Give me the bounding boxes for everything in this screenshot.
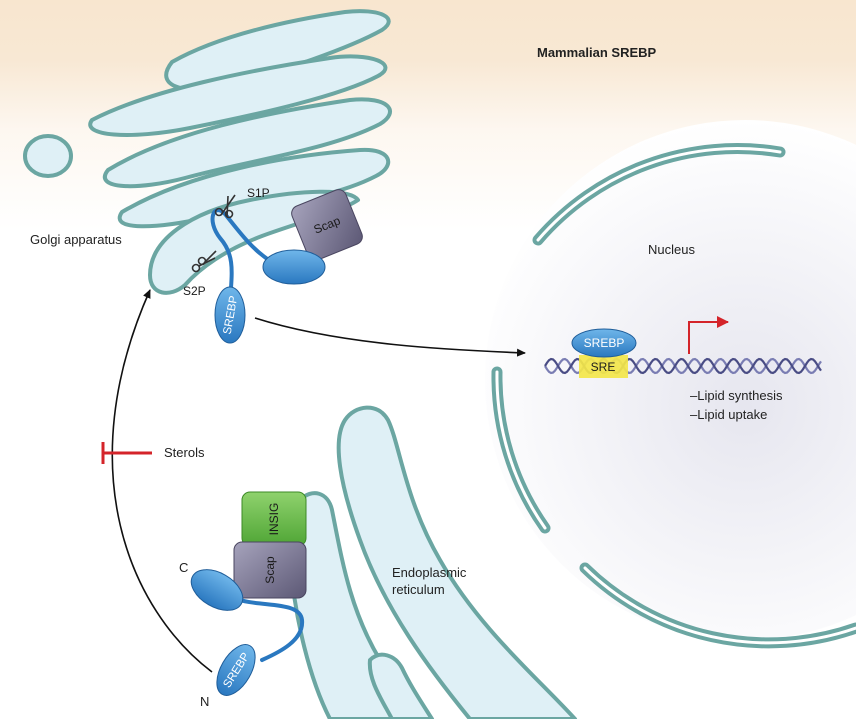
er-label-line1: Endoplasmic bbox=[392, 565, 467, 580]
sre-label: SRE bbox=[591, 360, 616, 374]
er-scap-protein bbox=[233, 541, 307, 599]
diagram-title: Mammalian SREBP bbox=[537, 45, 657, 60]
golgi-srebp-domain bbox=[262, 249, 326, 285]
er-fold bbox=[367, 652, 434, 719]
golgi-to-nucleus-arrow bbox=[254, 317, 526, 357]
sterols-label: Sterols bbox=[164, 445, 205, 460]
golgi-label: Golgi apparatus bbox=[30, 232, 122, 247]
golgi-cisterna-4 bbox=[117, 147, 391, 229]
effect-lipid-uptake: –Lipid uptake bbox=[690, 407, 767, 422]
golgi-vesicle bbox=[23, 134, 73, 178]
er-srebp-linker bbox=[232, 596, 305, 662]
er-sheet-upper bbox=[336, 405, 577, 719]
n-terminus-label: N bbox=[200, 694, 209, 709]
transcription-start-arrow bbox=[688, 316, 729, 354]
er-label-line2: reticulum bbox=[392, 582, 445, 597]
golgi-cisterna-2 bbox=[88, 54, 388, 137]
er-complex: INSIG Scap SREBP C N bbox=[179, 491, 307, 709]
golgi-cisterna-3 bbox=[103, 97, 392, 189]
insig-label: INSIG bbox=[267, 503, 281, 536]
sterol-inhibition: Sterols bbox=[101, 442, 205, 464]
s2p-label: S2P bbox=[183, 284, 206, 298]
dna-promoter: SRE SREBP bbox=[544, 316, 822, 378]
c-terminus-label: C bbox=[179, 560, 188, 575]
golgi-complex: Scap SREBP S1P S2P bbox=[183, 186, 363, 344]
golgi-scap-protein bbox=[291, 189, 363, 261]
nuclear-srebp-label: SREBP bbox=[584, 336, 625, 350]
s1p-label: S1P bbox=[247, 186, 270, 200]
er-scap-label: Scap bbox=[263, 556, 277, 584]
s2p-scissors-icon bbox=[191, 250, 217, 273]
nuclear-srebp-protein bbox=[571, 328, 637, 358]
er-to-golgi-arrow bbox=[111, 289, 213, 673]
golgi-srebp-protein bbox=[214, 286, 246, 344]
golgi-srebp-linker bbox=[210, 208, 274, 304]
er-srebp-protein bbox=[216, 644, 256, 696]
nucleus bbox=[485, 120, 856, 649]
er-srebp-c-domain bbox=[190, 569, 244, 611]
endoplasmic-reticulum bbox=[287, 405, 577, 719]
nucleoplasm bbox=[485, 120, 856, 640]
effect-lipid-synthesis: –Lipid synthesis bbox=[690, 388, 783, 403]
sre-element bbox=[579, 355, 628, 378]
s1p-scissors-icon bbox=[214, 194, 236, 219]
nucleus-label: Nucleus bbox=[648, 242, 695, 257]
